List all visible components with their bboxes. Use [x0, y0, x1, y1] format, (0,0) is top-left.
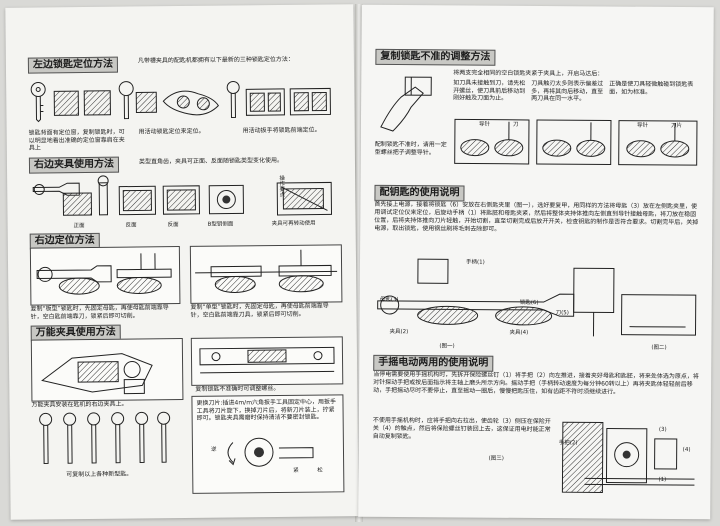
label-gear-3: (3): [658, 426, 667, 433]
section-title-adjust-inaccurate: 复制锁匙不准的调整方法: [375, 48, 496, 66]
clamp-usage-illustrations: [32, 175, 333, 216]
figure-two-caption: (图二): [651, 344, 667, 351]
figure-one-caption: (图一): [439, 343, 455, 350]
key-duplicating-instructions: 首先接上电源，接着将锁匙（6）安放在右侧匙夹里（图一），选好要复甲，用同样的方法…: [374, 200, 699, 233]
right-page: 复制锁匙不准的调整方法 将两支完全相同的空白锁匙夹紧于夹具上，开启马达后： 如刀…: [358, 4, 714, 520]
section-title-right-clamp-usage: 右边夹具使用方法: [28, 156, 120, 174]
note-positioning-window: 锁匙背面有定位窗，复制锁匙时，可以明显地看出准确的定位窗靠肩在夹具上: [28, 128, 125, 152]
caption-back-2: 反面: [167, 222, 179, 229]
caption-front: 正面: [73, 223, 85, 230]
label-clamp-4: 夹具(4): [509, 329, 529, 336]
key-illustration-1: [30, 81, 46, 123]
label-blade: 刀: [512, 121, 519, 128]
key-positioning-illustrations: [30, 80, 331, 123]
label-tight: 紧: [293, 467, 299, 474]
manual-mode-instructions: 当停电需要使用手摇机构时，先拆开保险螺丝钉（1）将手把（2）向左推进，接着夹好母…: [373, 370, 699, 396]
section-intro: 类型直角齿，夹具可正面、反面随锁匙类型变化使用。: [138, 156, 283, 166]
label-master-key: 母匙(3): [379, 296, 399, 304]
figure-board-key: [29, 246, 181, 306]
label-crank-handle: 手把(2): [558, 440, 578, 447]
caption-new-keys: 可复制以上各种新型匙。: [66, 470, 133, 479]
figure-universal-clamp: [30, 337, 184, 402]
label-handle: 手柄(1): [465, 259, 485, 266]
figure-one-machine: [377, 258, 697, 337]
note-wrench-positioning: 用活动扳手将锁匙前端定位。: [242, 126, 321, 135]
caption-b-type-side: B型钥侧面: [207, 221, 234, 228]
caption-adjust-screw: 复制锁匙不准确时可调整螺丝。: [195, 384, 280, 393]
note-board-key: 复制“板型”锁匙时，先固定母匙，再使母匙前端靠导针，空白匙前端靠刀，锁紧后即可切…: [30, 304, 169, 321]
key-illustration-3: [226, 80, 240, 118]
clamp-block-2: [83, 90, 111, 116]
new-key-types-illustration: [39, 411, 171, 464]
section-title-key-duplicating-usage: 配钥匙的使用说明: [374, 184, 465, 202]
note-single-key: 复制“单型”锁匙时，先固定母匙，再使母匙前端靠导针，空白匙前端靠刀具，锁紧后即可…: [190, 302, 329, 319]
machine-clamp-drawing: [162, 90, 220, 116]
label-loose: 松: [317, 467, 323, 474]
figure-three-caption: (图三): [488, 455, 504, 462]
adjust-note: 配制锁匙不准时，请用一定型螺丝把子调整导针。: [374, 140, 447, 156]
adjust-item-1: 如刀具未接触到刀，请先松开螺丝，使刀具前后移动到刚好触及刀面为止。: [453, 79, 526, 102]
section-intro: 凡带槽夹具的配匙机都拥有以下最新的三种锁匙定位方法：: [137, 55, 294, 65]
caption-back-1: 反面: [125, 222, 137, 229]
hand-adjust-illustration: [380, 76, 432, 132]
adjust-comparison-figures: [454, 118, 698, 166]
manual-mode-restore: 不使用手摇机构时，应将手把向右拉出，使齿轮（3）侧压在保险开关（4）的触点，然后…: [372, 416, 551, 441]
figure-three-hand-crank: [561, 421, 695, 493]
label-blade-2: 刀片: [670, 122, 682, 130]
label-screw-1: (1): [658, 476, 667, 483]
blade-replacement-box: 更换刀片:插进4m/m六角扳手工具固定中心，用扳手工具将刀片旋下，换掉刀片后，将…: [191, 394, 345, 494]
adjust-intro: 将两支完全相同的空白锁匙夹紧于夹具上，开启马达后：: [453, 69, 604, 78]
label-guide-pin-2: 导针: [636, 122, 648, 129]
caption-clamp-rotatable: 夹具可再转动使用: [271, 220, 316, 228]
label-blank-key: 锁匙(6): [519, 299, 539, 307]
figure-adjust-rail: [190, 336, 344, 386]
note-active-key-positioning: 用活动锁匙定位来定位。: [138, 127, 205, 136]
caption-universal-clamp-mount: 万能夹具安装在匙机的右边夹具上。: [31, 400, 128, 409]
key-illustration-2: [118, 81, 134, 120]
label-cutter: 刀(5): [555, 310, 569, 317]
label-clamp-2: 夹具(2): [389, 328, 409, 336]
label-guide-pin: 导针: [478, 121, 490, 128]
operation-note: 操作要点: [278, 174, 285, 197]
section-title-manual-electric: 手摇电动两用的使用说明: [373, 354, 494, 372]
label-counter: 逆: [210, 446, 217, 453]
clamp-block-1: [53, 90, 79, 116]
left-page: 左边锁匙定位方法 凡带槽夹具的配匙机都拥有以下最新的三种锁匙定位方法： 锁匙背面…: [5, 4, 359, 520]
section-title-left-positioning: 左边锁匙定位方法: [27, 56, 119, 74]
label-switch-4: (4): [682, 447, 691, 454]
figure-single-key: [189, 244, 343, 304]
adjust-item-3: 正确是使刀具轻微触碰到锁匙表面，如为标准。: [609, 80, 694, 96]
adjust-item-2: 刀具触刃太多则表示偏差过多，再将其向后移动，直至两刀具在同一水平。: [531, 79, 604, 103]
